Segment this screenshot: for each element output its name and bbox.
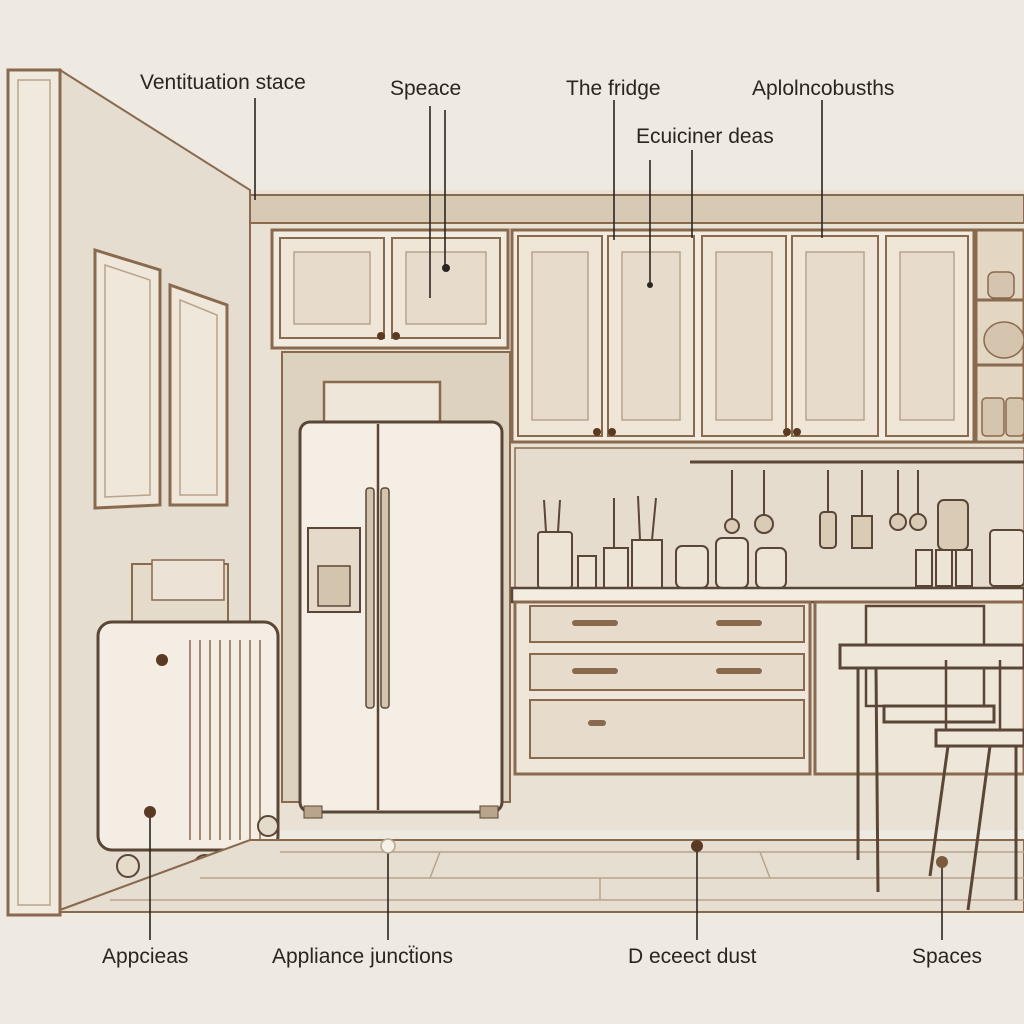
fridge bbox=[298, 420, 504, 819]
wall-picture-frames bbox=[93, 247, 229, 510]
label-leader-lines bbox=[149, 98, 943, 940]
backsplash bbox=[514, 447, 1024, 589]
upper-cabinets-right bbox=[510, 228, 976, 444]
label-ventilation-space: Ventituation stace bbox=[140, 71, 306, 94]
label-appliances: Appcieas bbox=[102, 945, 189, 968]
label-appliance-booths: Aplolncobusths bbox=[752, 77, 895, 100]
label-spaces: Spaces bbox=[912, 945, 983, 968]
label-detect-dust: D eceect dust bbox=[628, 945, 757, 968]
door-frame bbox=[6, 68, 62, 917]
storage-box bbox=[322, 380, 442, 424]
marker-dots bbox=[144, 264, 948, 868]
dining-table-and-chairs bbox=[838, 604, 1024, 911]
countertop bbox=[510, 586, 1024, 604]
lower-cabinets bbox=[513, 600, 1024, 776]
upper-cabinets-left bbox=[270, 228, 510, 350]
label-counter-ideas: Ecuiciner deas bbox=[636, 125, 774, 148]
label-space: Speace bbox=[390, 77, 462, 100]
label-appliance-junctions: Appliance juncẗions bbox=[272, 945, 453, 968]
label-the-fridge: The fridge bbox=[566, 77, 661, 100]
open-shelf bbox=[974, 228, 1024, 444]
crown-molding bbox=[249, 194, 1024, 224]
floor bbox=[59, 839, 1024, 913]
